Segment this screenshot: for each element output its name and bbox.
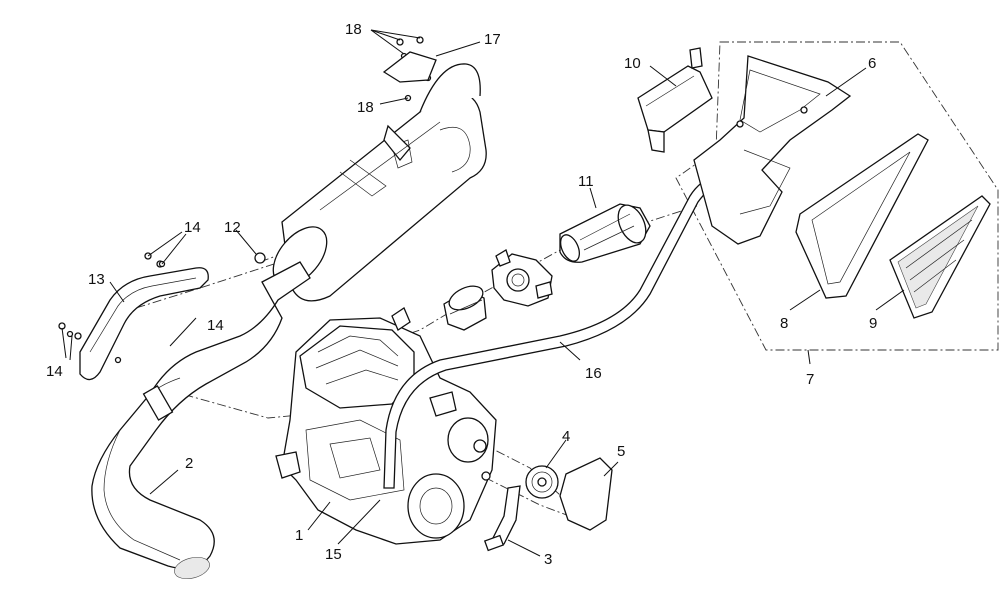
callout-15: 15 <box>325 546 342 563</box>
filter-frame <box>795 133 929 299</box>
leader-lines <box>61 29 905 557</box>
callout-5: 5 <box>617 443 625 460</box>
mount-plate-17 <box>382 51 437 83</box>
callout-9: 9 <box>869 315 877 332</box>
front-sprocket <box>525 465 559 499</box>
callout-8: 8 <box>780 315 788 332</box>
intake-rubber <box>443 285 487 331</box>
callout-16: 16 <box>585 365 602 382</box>
intake-boot <box>559 203 651 263</box>
air-filter-element <box>889 195 991 319</box>
gear-shift-lever <box>483 485 521 552</box>
callout-6: 6 <box>868 55 876 72</box>
callout-18-top: 18 <box>345 21 362 38</box>
callout-14-top: 14 <box>184 219 201 236</box>
callout-1: 1 <box>295 527 303 544</box>
callout-10: 10 <box>624 55 641 72</box>
callout-11: 11 <box>578 173 594 190</box>
exhaust-header <box>91 261 311 580</box>
callout-17: 17 <box>484 31 501 48</box>
callout-2: 2 <box>185 455 193 472</box>
sprocket-cover <box>559 457 613 531</box>
callout-12: 12 <box>224 219 241 236</box>
nut-12 <box>254 252 266 264</box>
fasteners <box>58 36 437 364</box>
callout-18-bottom: 18 <box>357 99 374 116</box>
callout-13: 13 <box>88 271 105 288</box>
airbox-bracket <box>637 47 713 153</box>
airbox-housing <box>693 55 852 245</box>
callout-14-middle: 14 <box>207 317 224 334</box>
callout-4: 4 <box>562 428 570 445</box>
callout-14-left: 14 <box>46 363 63 380</box>
callout-7: 7 <box>806 371 814 388</box>
callout-3: 3 <box>544 551 552 568</box>
throttle-body <box>491 249 553 307</box>
callout-labels: 1 2 3 4 5 6 7 8 9 10 11 12 13 14 14 14 1… <box>46 21 877 568</box>
airbox-group-outline <box>675 41 999 351</box>
